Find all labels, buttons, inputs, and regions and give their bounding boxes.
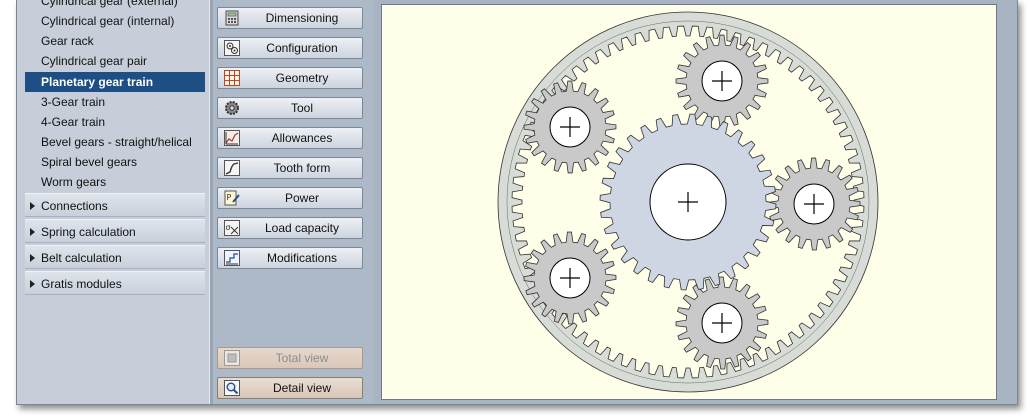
total-view-button[interactable]: Total view	[217, 347, 363, 369]
pencil-doc-icon: P	[224, 190, 240, 206]
power-button[interactable]: P Power	[217, 187, 363, 209]
button-label: Total view	[275, 351, 329, 365]
button-label: Tool	[290, 101, 313, 115]
detail-view-button[interactable]: Detail view	[217, 377, 363, 399]
planet-center-mark	[804, 194, 824, 214]
magnifier-icon	[224, 380, 240, 396]
geometry-button[interactable]: Geometry	[217, 67, 363, 89]
dimensioning-button[interactable]: Dimensioning	[217, 7, 363, 29]
group-label: Spring calculation	[41, 225, 136, 239]
tree-item-3-gear-train[interactable]: 3-Gear train	[41, 95, 106, 109]
planetary-gear-drawing	[497, 11, 879, 393]
panel-splitter[interactable]	[209, 0, 214, 404]
module-tree: Cylindrical gear (external) Cylindrical …	[17, 0, 209, 404]
tooth-form-button[interactable]: Tooth form	[217, 157, 363, 179]
gear-drawing-canvas[interactable]	[381, 4, 997, 400]
allowances-button[interactable]: Allowances	[217, 127, 363, 149]
button-label: Load capacity	[264, 221, 340, 235]
allowance-chart-icon	[224, 130, 240, 146]
group-label: Belt calculation	[41, 251, 122, 265]
tool-button[interactable]: Tool	[217, 97, 363, 119]
expand-arrow-icon	[30, 202, 35, 210]
svg-text:P: P	[227, 193, 232, 202]
expand-arrow-icon	[30, 254, 35, 262]
tree-item-gear-rack[interactable]: Gear rack	[41, 34, 94, 48]
button-label: Power	[284, 191, 319, 205]
window-edge	[999, 0, 1017, 404]
sun-center-mark	[678, 192, 698, 212]
cog-tool-icon	[225, 101, 239, 115]
tooth-profile-icon	[224, 160, 240, 176]
button-label: Geometry	[275, 71, 329, 85]
tree-item-cylindrical-gear-internal[interactable]: Cylindrical gear (internal)	[41, 14, 175, 28]
calculator-icon	[225, 10, 239, 26]
planet-center-mark	[712, 313, 732, 333]
tree-item-spiral-bevel-gears[interactable]: Spiral bevel gears	[41, 155, 138, 169]
planet-center-mark	[560, 117, 580, 137]
tree-item-cylindrical-gear-pair[interactable]: Cylindrical gear pair	[41, 54, 148, 68]
expand-arrow-icon	[30, 228, 35, 236]
tree-item-cylindrical-gear-external[interactable]: Cylindrical gear (external)	[41, 0, 178, 8]
gears-config-icon	[224, 40, 240, 56]
load-capacity-button[interactable]: σ Load capacity	[217, 217, 363, 239]
planet-center-mark	[712, 71, 732, 91]
group-label: Gratis modules	[41, 277, 122, 291]
expand-arrow-icon	[30, 280, 35, 288]
group-gratis-modules[interactable]: Gratis modules	[25, 271, 205, 295]
tree-item-bevel-gears[interactable]: Bevel gears - straight/helical	[41, 135, 192, 149]
group-connections[interactable]: Connections	[25, 193, 205, 217]
tree-item-worm-gears[interactable]: Worm gears	[41, 175, 107, 189]
grid-icon	[224, 70, 240, 86]
planet-center-mark	[560, 268, 580, 288]
ring-gear	[497, 11, 879, 393]
button-label: Allowances	[271, 131, 333, 145]
group-spring-calculation[interactable]: Spring calculation	[25, 219, 205, 243]
square-icon	[224, 350, 240, 366]
button-label: Dimensioning	[265, 11, 339, 25]
modifications-button[interactable]: Modifications	[217, 247, 363, 269]
ring-pitch-circle	[506, 20, 870, 384]
modification-chart-icon	[224, 250, 240, 266]
button-label: Configuration	[266, 41, 338, 55]
group-belt-calculation[interactable]: Belt calculation	[25, 245, 205, 269]
svg-text:σ: σ	[226, 223, 231, 232]
group-label: Connections	[41, 199, 108, 213]
button-label: Detail view	[272, 381, 332, 395]
tree-item-4-gear-train[interactable]: 4-Gear train	[41, 115, 106, 129]
app-window: Cylindrical gear (external) Cylindrical …	[16, 0, 1018, 405]
button-label: Modifications	[266, 251, 338, 265]
configuration-button[interactable]: Configuration	[217, 37, 363, 59]
button-label: Tooth form	[273, 161, 331, 175]
tree-item-planetary-gear-train[interactable]: Planetary gear train	[25, 72, 205, 92]
formula-icon: σ	[224, 220, 240, 236]
function-button-panel: Dimensioning Configuration Geometry To	[213, 0, 373, 404]
